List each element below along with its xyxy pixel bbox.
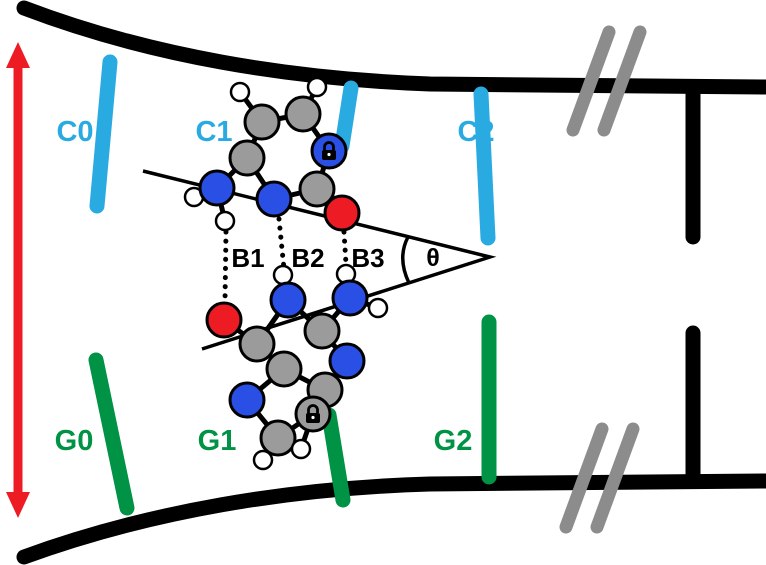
label-b3: B3 — [351, 243, 384, 273]
angle-arc — [401, 236, 411, 284]
break-slash-icon — [590, 422, 640, 534]
atom-c — [259, 419, 297, 457]
tick-g0 — [88, 352, 135, 516]
break-slash-icon — [559, 422, 609, 534]
atom-n — [228, 381, 266, 419]
atom-h — [306, 76, 328, 98]
label-b2: B2 — [291, 243, 324, 273]
atom-h — [214, 210, 236, 232]
tick-g1 — [321, 407, 351, 508]
label-c0: C0 — [56, 116, 93, 148]
atom-h — [367, 297, 389, 319]
gc-basepair-molecule — [183, 76, 389, 471]
atom-c — [265, 350, 303, 388]
strand-break-bottom — [559, 422, 640, 534]
arrow-head-up — [6, 42, 30, 68]
hbond-line-b1 — [222, 229, 229, 304]
atom-c — [238, 325, 276, 363]
bottom-strand — [16, 473, 766, 565]
arrow-head-down — [6, 492, 30, 518]
label-c1: C1 — [195, 116, 232, 148]
atom-h — [290, 438, 312, 460]
atom-c — [298, 170, 336, 208]
top-strand — [16, 0, 766, 95]
atom-h — [229, 81, 251, 103]
tick-c1 — [334, 80, 359, 154]
atom-n — [328, 342, 366, 380]
atom-n — [331, 279, 369, 317]
atom-c — [284, 95, 322, 133]
lock-icon — [306, 404, 320, 423]
atom-h — [272, 264, 294, 286]
label-g2: G2 — [434, 425, 473, 457]
break-slash-icon — [566, 25, 616, 137]
atom-h — [252, 449, 274, 471]
atom-n — [269, 281, 307, 319]
break-slash-icon — [597, 25, 647, 137]
label-g1: G1 — [198, 425, 237, 457]
tick-c2 — [473, 86, 496, 246]
label-g0: G0 — [55, 425, 94, 457]
label-theta: θ — [426, 244, 440, 272]
atom-o — [323, 194, 361, 232]
atom-n — [255, 180, 293, 218]
label-c2: C2 — [457, 116, 494, 148]
hbond-line-b3 — [341, 229, 349, 267]
atom-c — [228, 139, 266, 177]
atom-c — [243, 103, 281, 141]
atom-o — [205, 301, 243, 339]
lock-icon — [322, 141, 336, 160]
atom-c — [303, 312, 341, 350]
label-b1: B1 — [231, 243, 264, 273]
atom-n — [198, 169, 236, 207]
strand-break-top — [566, 25, 647, 137]
hbond-line-b2 — [276, 216, 288, 282]
vertical-extent-arrow-icon — [6, 42, 30, 518]
tick-c0 — [89, 54, 118, 214]
